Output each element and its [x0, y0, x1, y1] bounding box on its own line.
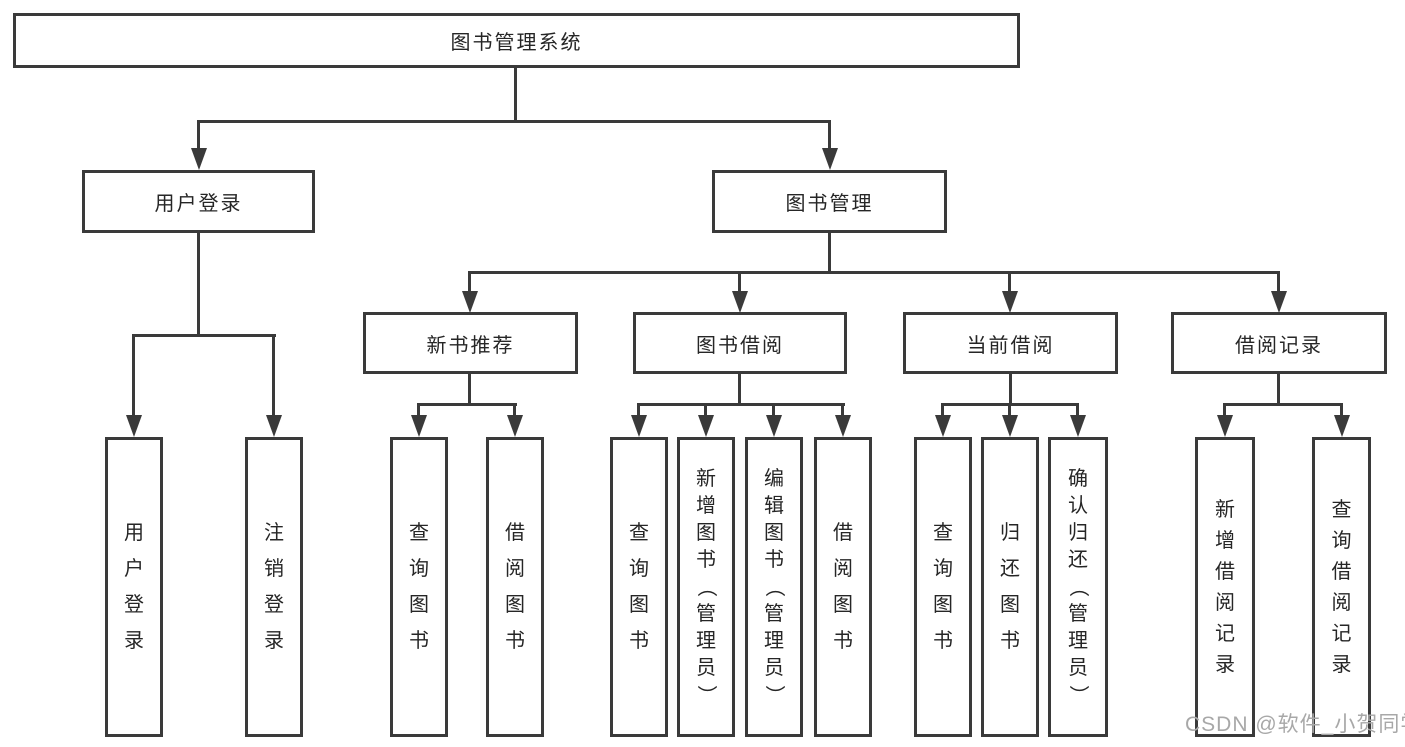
connector-line — [513, 403, 516, 419]
arrow-down-icon — [1271, 291, 1287, 313]
leaf-query-books-3: 查询图书 — [914, 437, 972, 737]
leaf-add-borrow-record: 新增借阅记录 — [1195, 437, 1255, 737]
arrow-down-icon — [1002, 415, 1018, 437]
node-current-borrow: 当前借阅 — [903, 312, 1118, 374]
node-label: 新书推荐 — [426, 334, 515, 357]
leaf-label: 注销登录 — [264, 522, 284, 652]
node-book-management-system: 图书管理系统 — [13, 13, 1020, 68]
connector-line — [468, 271, 471, 293]
leaf-logout: 注销登录 — [245, 437, 303, 737]
arrow-down-icon — [766, 415, 782, 437]
node-user-login: 用户登录 — [82, 170, 315, 233]
connector-line — [738, 374, 741, 406]
arrow-down-icon — [191, 148, 207, 170]
leaf-label: 用户登录 — [124, 522, 144, 652]
arrow-down-icon — [507, 415, 523, 437]
leaf-confirm-return-admin: 确认归还（管理员） — [1048, 437, 1108, 737]
connector-line — [941, 403, 944, 419]
connector-line — [772, 403, 775, 419]
connector-line — [197, 120, 200, 150]
arrow-down-icon — [1002, 291, 1018, 313]
leaf-label: 借阅图书 — [505, 522, 525, 652]
leaf-query-books-2: 查询图书 — [610, 437, 668, 737]
connector-line — [1277, 271, 1280, 293]
arrow-down-icon — [1217, 415, 1233, 437]
node-borrow-record: 借阅记录 — [1171, 312, 1387, 374]
leaf-label: 确认归还（管理员） — [1067, 468, 1089, 705]
arrow-down-icon — [1334, 415, 1350, 437]
arrow-down-icon — [835, 415, 851, 437]
leaf-return-books: 归还图书 — [981, 437, 1039, 737]
connector-line — [637, 403, 845, 406]
node-book-management: 图书管理 — [712, 170, 947, 233]
arrow-down-icon — [732, 291, 748, 313]
connector-line — [197, 233, 200, 337]
leaf-label: 查询借阅记录 — [1331, 498, 1352, 676]
connector-line — [417, 403, 517, 406]
arrow-down-icon — [935, 415, 951, 437]
leaf-label: 新增借阅记录 — [1215, 498, 1235, 676]
arrow-down-icon — [266, 415, 282, 437]
node-label: 图书借阅 — [696, 334, 784, 357]
node-book-borrow: 图书借阅 — [633, 312, 847, 374]
connector-line — [1340, 403, 1343, 419]
connector-line — [272, 334, 275, 418]
leaf-label: 查询图书 — [629, 522, 649, 652]
leaf-query-books-1: 查询图书 — [390, 437, 448, 737]
leaf-label: 查询图书 — [933, 522, 953, 652]
node-label: 当前借阅 — [966, 334, 1055, 357]
connector-line — [1277, 374, 1280, 406]
arrow-down-icon — [411, 415, 427, 437]
node-label: 用户登录 — [154, 193, 243, 215]
connector-line — [704, 403, 707, 419]
connector-line — [1223, 403, 1343, 406]
leaf-borrow-books-2: 借阅图书 — [814, 437, 872, 737]
leaf-borrow-books-1: 借阅图书 — [486, 437, 544, 737]
leaf-label: 查询图书 — [409, 522, 429, 652]
leaf-edit-books-admin: 编辑图书（管理员） — [745, 437, 803, 737]
connector-line — [738, 271, 741, 293]
leaf-label: 归还图书 — [1000, 522, 1020, 652]
connector-line — [468, 271, 1280, 274]
connector-line — [468, 374, 471, 406]
node-label: 图书管理 — [785, 193, 874, 215]
connector-line — [828, 233, 831, 274]
leaf-add-books-admin: 新增图书（管理员） — [677, 437, 735, 737]
node-label: 图书管理系统 — [450, 32, 583, 54]
arrow-down-icon — [126, 415, 142, 437]
connector-line — [841, 403, 844, 419]
connector-line — [1008, 271, 1011, 293]
connector-line — [1009, 374, 1012, 406]
connector-line — [514, 68, 517, 123]
connector-line — [828, 120, 831, 150]
leaf-label: 借阅图书 — [833, 522, 853, 652]
csdn-watermark: CSDN @软件_小贺同学 — [1185, 713, 1405, 736]
connector-line — [1076, 403, 1079, 419]
leaf-label: 新增图书（管理员） — [695, 468, 717, 705]
arrow-down-icon — [1070, 415, 1086, 437]
arrow-down-icon — [462, 291, 478, 313]
connector-line — [417, 403, 420, 419]
leaf-label: 编辑图书（管理员） — [763, 468, 785, 705]
arrow-down-icon — [822, 148, 838, 170]
connector-line — [1223, 403, 1226, 419]
connector-line — [637, 403, 640, 419]
connector-line — [132, 334, 276, 337]
connector-line — [197, 120, 831, 123]
connector-line — [132, 334, 135, 418]
arrow-down-icon — [631, 415, 647, 437]
node-new-book-recommend: 新书推荐 — [363, 312, 578, 374]
node-label: 借阅记录 — [1235, 334, 1323, 357]
connector-line — [1008, 403, 1011, 419]
arrow-down-icon — [698, 415, 714, 437]
leaf-user-login: 用户登录 — [105, 437, 163, 737]
leaf-query-borrow-record: 查询借阅记录 — [1312, 437, 1371, 737]
